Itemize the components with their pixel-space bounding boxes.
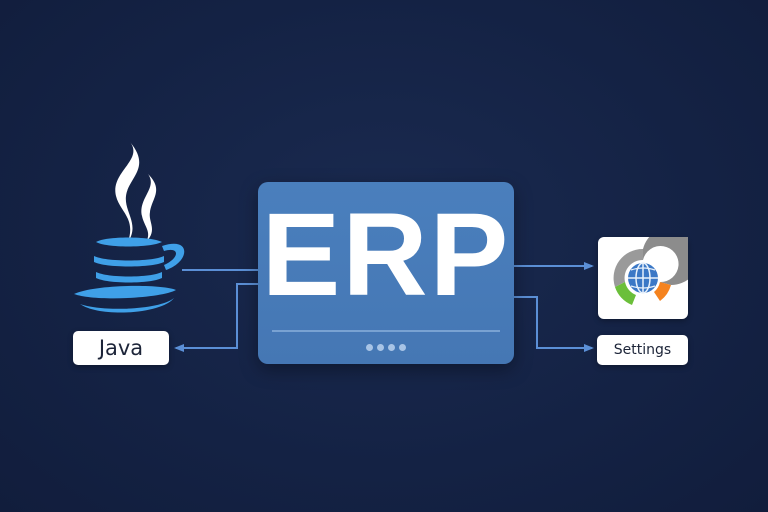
donut-segment-green xyxy=(615,282,636,305)
erp-pagination-dots xyxy=(258,344,514,351)
erp-node: ERP xyxy=(258,182,514,364)
java-steam-small xyxy=(141,174,157,242)
java-label-text: Java xyxy=(98,336,144,360)
erp-title: ERP xyxy=(261,189,511,321)
globe-latitude-top xyxy=(630,267,656,271)
settings-globe-chart-icon xyxy=(613,237,688,305)
edge-erp-to-java xyxy=(174,283,258,352)
donut-segment-gray xyxy=(643,237,688,286)
java-cup-band-1 xyxy=(96,237,162,247)
java-cup-handle xyxy=(162,243,185,270)
java-cup-band-2 xyxy=(94,256,164,267)
settings-label-text: Settings xyxy=(613,342,672,358)
erp-dot xyxy=(388,344,395,351)
settings-label: Settings xyxy=(597,335,688,365)
java-saucer xyxy=(74,285,176,313)
edge-erp-to-settings-label xyxy=(514,296,594,352)
donut-segment-gray-left xyxy=(613,248,643,287)
erp-dot xyxy=(399,344,406,351)
java-coffee-cup-icon xyxy=(74,142,185,313)
erp-dot xyxy=(366,344,373,351)
java-steam-large xyxy=(115,142,140,242)
globe-latitude-bottom xyxy=(630,285,656,289)
settings-icon-tile xyxy=(598,237,688,319)
java-cup-band-3 xyxy=(96,272,162,283)
erp-divider xyxy=(272,330,500,332)
java-label: Java xyxy=(73,331,169,365)
erp-dot xyxy=(377,344,384,351)
donut-segment-orange xyxy=(654,282,671,301)
